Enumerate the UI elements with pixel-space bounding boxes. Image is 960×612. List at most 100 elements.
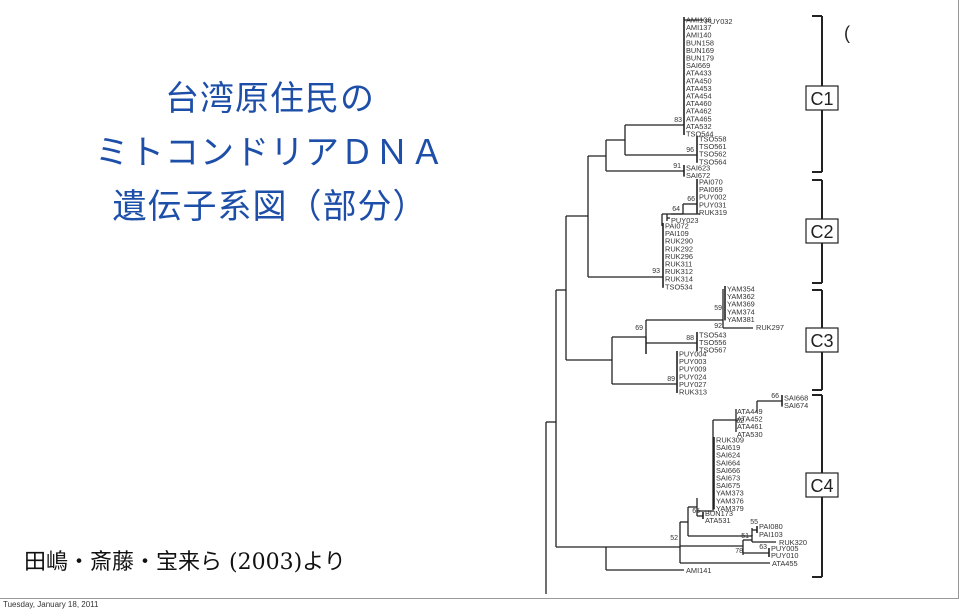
taxon-label: YAM379	[716, 504, 744, 513]
taxon-label: ATA530	[737, 430, 763, 439]
taxon-label: PUY031	[699, 200, 727, 209]
taxon-label: PAI080	[759, 522, 783, 531]
taxon-label: RUK319	[699, 208, 727, 217]
taxon-label: ATA454	[686, 92, 712, 101]
taxon-label: YAM354	[727, 285, 755, 294]
taxon-label: SAI675	[716, 481, 740, 490]
clade-label-box	[805, 472, 839, 498]
taxon-label: ATA453	[686, 84, 712, 93]
taxon-label: YAM376	[716, 496, 744, 505]
footer-date: Tuesday, January 18, 2011	[3, 600, 99, 609]
taxon-label: SAI619	[716, 443, 740, 452]
bootstrap-value: 91	[673, 163, 681, 170]
taxon-label: RUK292	[665, 244, 693, 253]
bootstrap-value: 59	[714, 305, 722, 312]
taxon-label: TSO558	[699, 135, 727, 144]
taxon-label: SAI668	[784, 394, 808, 403]
bootstrap-value: 88	[686, 335, 694, 342]
clade-label: C1	[810, 89, 833, 109]
taxon-label: TSO556	[699, 338, 727, 347]
taxon-label: ATA465	[686, 114, 712, 123]
bootstrap-value: 93	[652, 268, 660, 275]
taxon-label: SAI673	[716, 474, 740, 483]
taxon-label: AMI140	[686, 31, 711, 40]
taxon-label: SAI669	[686, 61, 710, 70]
taxon-label: PAI103	[759, 530, 783, 539]
taxon-label: ATA452	[737, 415, 763, 424]
taxon-label: TSO564	[699, 157, 727, 166]
taxon-label: AMI137	[686, 23, 711, 32]
bootstrap-value: 66	[687, 196, 695, 203]
bootstrap-value: 51	[741, 533, 749, 540]
bootstrap-value: 65	[692, 508, 700, 515]
taxon-label: RUK290	[665, 237, 693, 246]
clade-label-box	[805, 327, 839, 353]
taxon-label: ATA461	[737, 422, 763, 431]
title-line-3: 遺伝子系図（部分）	[112, 187, 428, 227]
taxon-label: YAM369	[727, 300, 755, 309]
taxon-label: RUK309	[716, 436, 744, 445]
taxon-label: BUN169	[686, 46, 714, 55]
taxon-label: ATA462	[686, 107, 712, 116]
taxon-label: YAM381	[727, 315, 755, 324]
bootstrap-value: 78	[735, 548, 743, 555]
taxon-label: SAI672	[686, 171, 710, 180]
taxon-label: PAI069	[699, 185, 723, 194]
taxon-label: SAI666	[716, 466, 740, 475]
taxon-label: ATA455	[772, 559, 798, 568]
taxon-label: YAM373	[716, 489, 744, 498]
taxon-label: SAI674	[784, 401, 808, 410]
taxon-label: TSO567	[699, 346, 727, 355]
taxon-label: BUN179	[686, 54, 714, 63]
taxon-label: TSO544	[686, 130, 714, 139]
taxon-label: YAM374	[727, 307, 755, 316]
taxon-label: ATA449	[737, 407, 763, 416]
taxon-label: ATA433	[686, 69, 712, 78]
taxon-label: RUK320	[779, 538, 807, 547]
clade-label: C2	[810, 222, 833, 242]
taxon-label: PUY005	[771, 544, 799, 553]
taxon-label: TSO543	[699, 331, 727, 340]
taxon-label: SAI623	[686, 164, 710, 173]
clade-label: C3	[810, 331, 833, 351]
bootstrap-value: 92	[714, 323, 722, 330]
clade-label-box	[805, 85, 839, 111]
taxon-label: RUK311	[665, 260, 692, 269]
taxon-label: YAM362	[727, 292, 755, 301]
taxon-label: RUK297	[756, 323, 784, 332]
taxon-label: PAI070	[699, 178, 723, 187]
taxon-label: ATA532	[686, 122, 712, 131]
slide-title: 台湾原住民の ミトコンドリアＤＮＡ 遺伝子系図（部分）	[60, 72, 480, 234]
clade-label-box	[805, 218, 839, 244]
taxon-label: PUY003	[679, 357, 707, 366]
citation: 田嶋・斎藤・宝来ら (2003)より	[24, 550, 346, 575]
taxon-label: PUY027	[679, 380, 707, 389]
bootstrap-value: 69	[635, 325, 643, 332]
taxon-label: SAI664	[716, 458, 740, 467]
corner-parenthesis: (	[844, 23, 850, 43]
taxon-label: PUY002	[699, 193, 727, 202]
taxon-label: BUN173	[705, 509, 733, 518]
taxon-label: RUK296	[665, 252, 693, 261]
taxon-label: SAI624	[716, 451, 740, 460]
taxon-label: RUK314	[665, 275, 693, 284]
bootstrap-value: 52	[670, 535, 678, 542]
taxon-label: PUY010	[771, 551, 799, 560]
taxon-label: PUY004	[679, 350, 707, 359]
bootstrap-value: 66	[771, 393, 779, 400]
bootstrap-value: 62	[736, 418, 744, 425]
bootstrap-value: 89	[667, 376, 675, 383]
title-line-1: 台湾原住民の	[165, 79, 375, 119]
taxon-label: PUY032	[705, 17, 733, 26]
taxon-label: RUK313	[679, 388, 707, 397]
bootstrap-value: 83	[674, 117, 682, 124]
taxon-label: AMI141	[686, 566, 711, 575]
taxon-label: ATA460	[686, 99, 712, 108]
taxon-label: PUY024	[679, 372, 707, 381]
taxon-label: PAI109	[665, 229, 689, 238]
taxon-label: TSO562	[699, 150, 727, 159]
bootstrap-value: 96	[686, 147, 694, 154]
taxon-label: RUK312	[665, 267, 693, 276]
taxon-label: ATA450	[686, 76, 712, 85]
